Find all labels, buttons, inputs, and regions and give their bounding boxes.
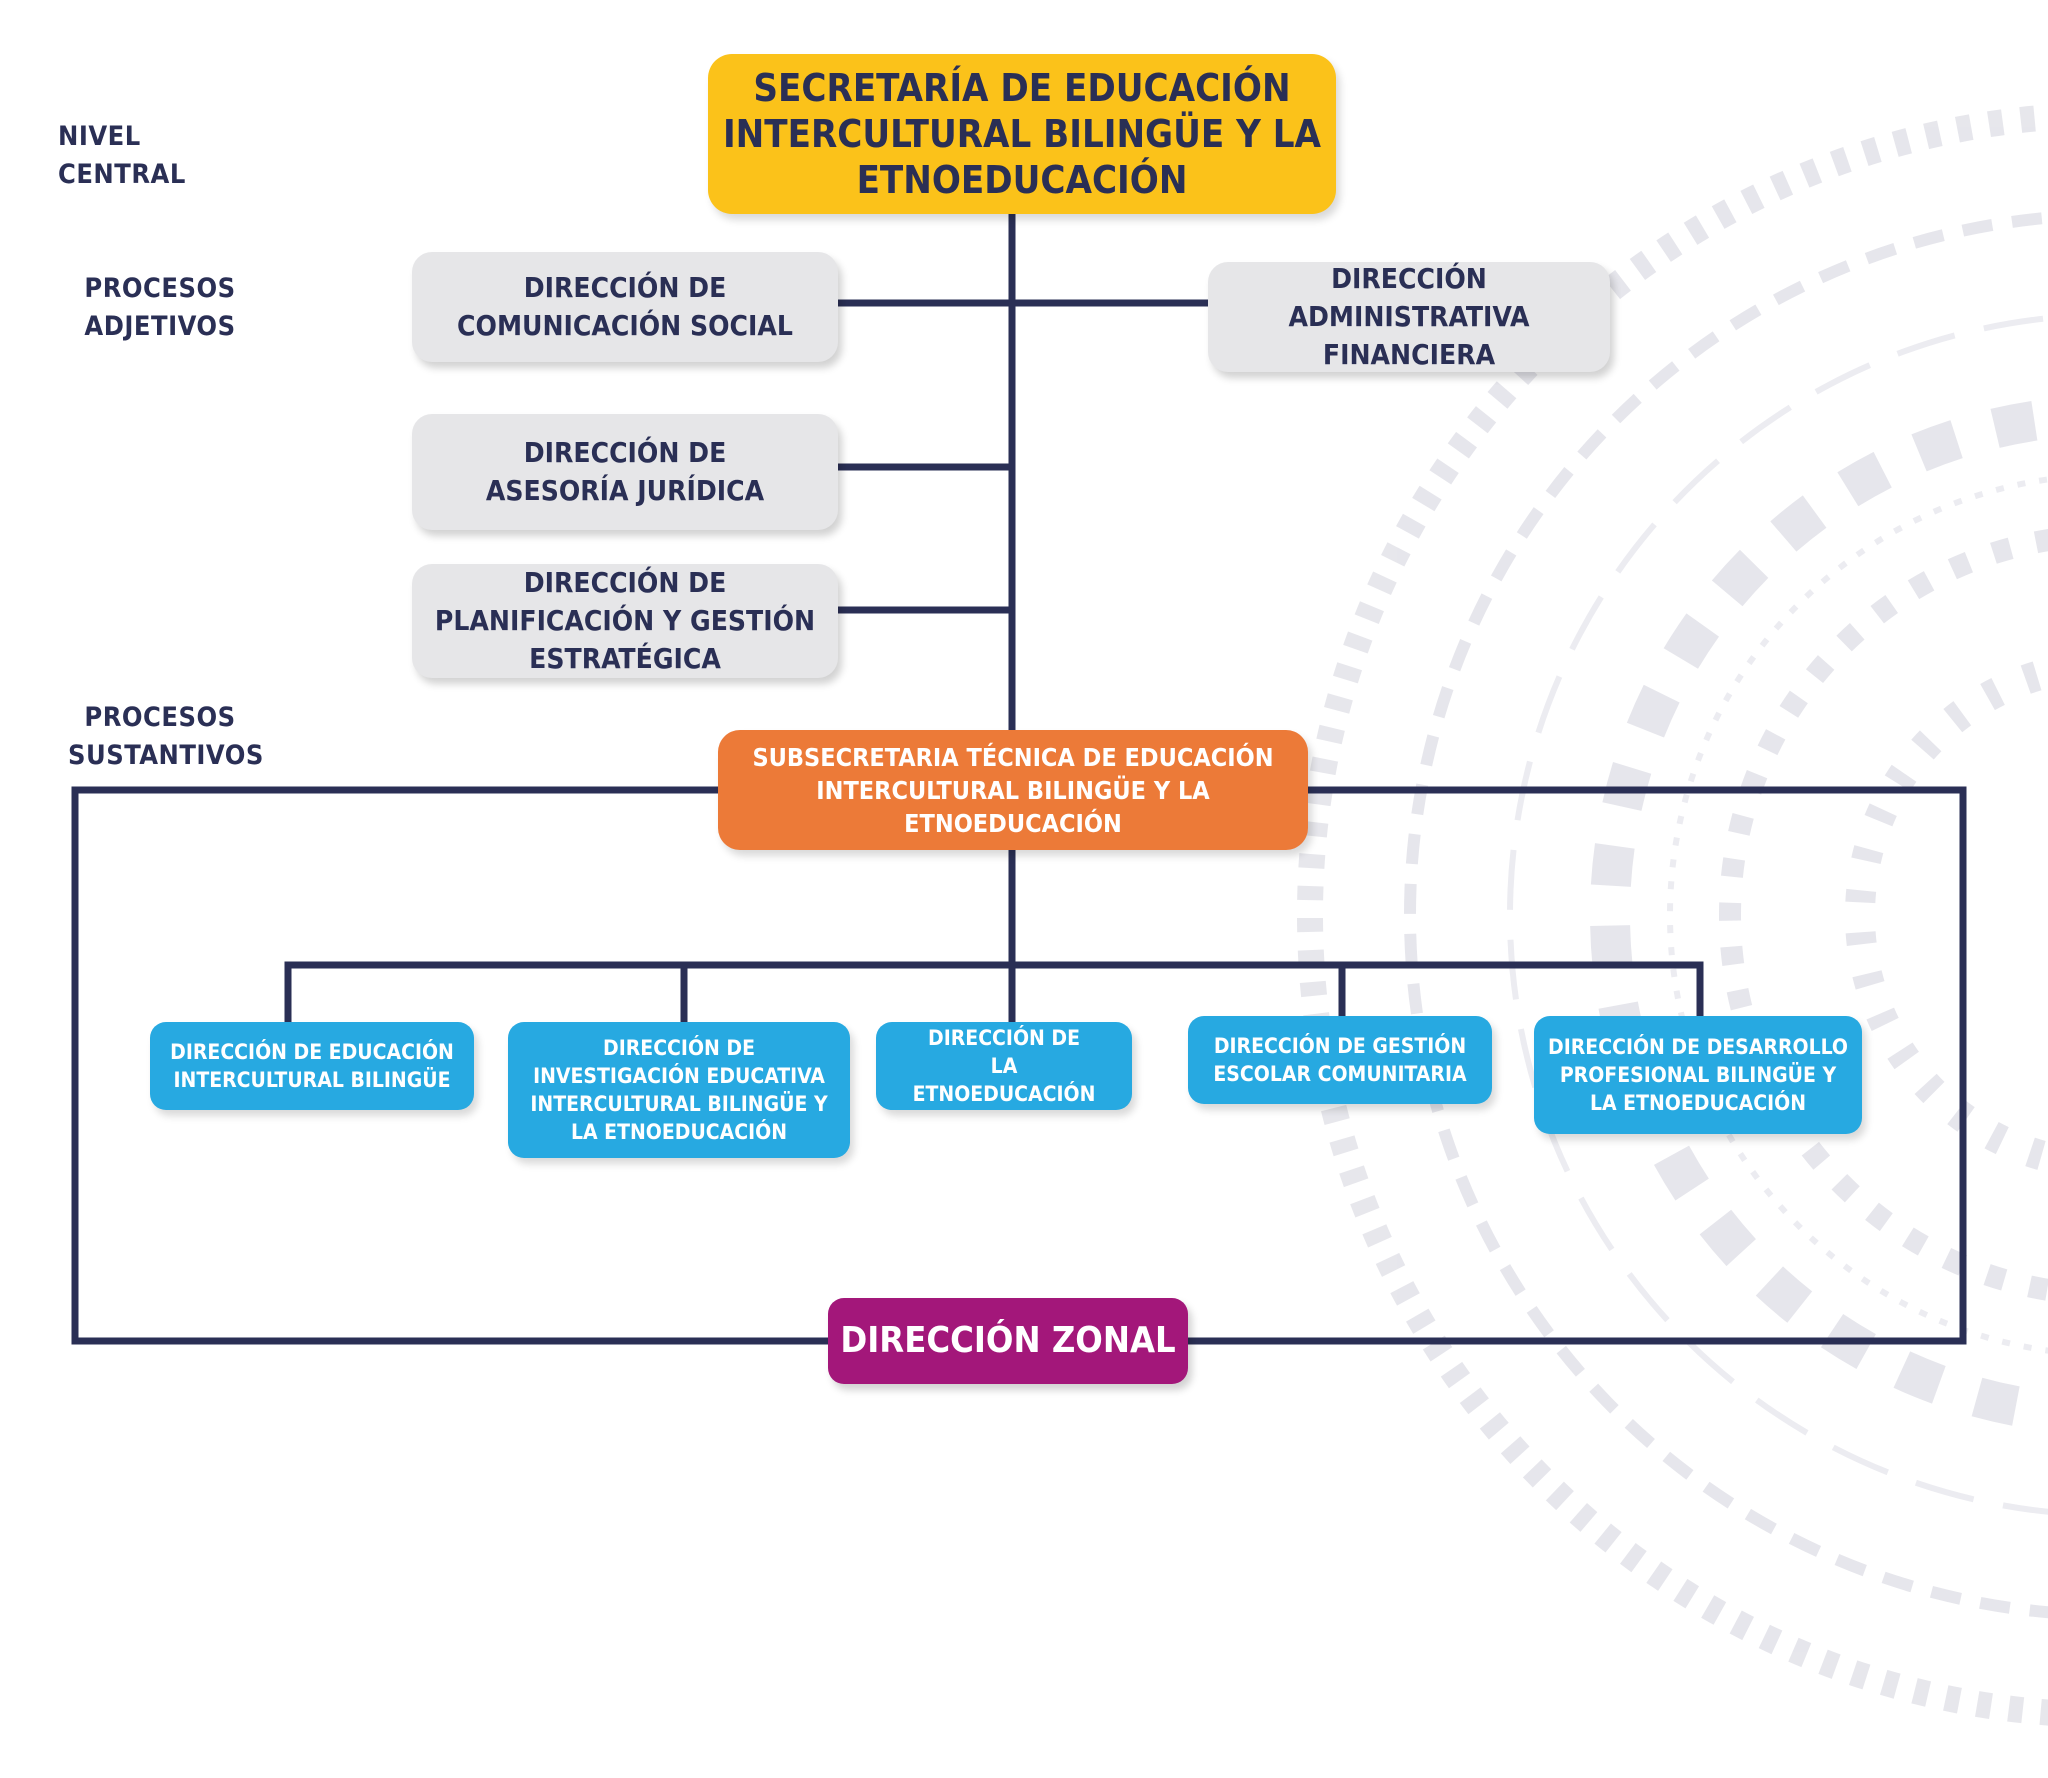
node-planificacion-label: DIRECCIÓN DE PLANIFICACIÓN Y GESTIÓN EST…: [434, 566, 816, 675]
node-desarrollo-label: DIRECCIÓN DE DESARROLLO PROFESIONAL BILI…: [1548, 1035, 1848, 1115]
node-secretaria-label: SECRETARÍA DE EDUCACIÓN INTERCULTURAL BI…: [722, 66, 1322, 202]
level-label-sustantivos: PROCESOS SUSTANTIVOS: [68, 702, 264, 771]
node-investigacion-label: DIRECCIÓN DE INVESTIGACIÓN EDUCATIVA INT…: [530, 1036, 828, 1144]
level-label-central: NIVEL CENTRAL: [58, 121, 186, 190]
node-investigacion: DIRECCIÓN DE INVESTIGACIÓN EDUCATIVA INT…: [508, 1022, 850, 1158]
node-asesoria: DIRECCIÓN DE ASESORÍA JURÍDICA: [412, 414, 838, 530]
connector-zonal-loop: [71, 786, 832, 1345]
node-zonal-label: DIRECCIÓN ZONAL: [840, 1320, 1176, 1361]
node-eib: DIRECCIÓN DE EDUCACIÓN INTERCULTURAL BIL…: [150, 1022, 474, 1110]
node-planificacion: DIRECCIÓN DE PLANIFICACIÓN Y GESTIÓN EST…: [412, 564, 838, 678]
node-asesoria-label: DIRECCIÓN DE ASESORÍA JURÍDICA: [485, 436, 765, 507]
node-secretaria: SECRETARÍA DE EDUCACIÓN INTERCULTURAL BI…: [708, 54, 1336, 214]
node-subsecretaria-label: SUBSECRETARIA TÉCNICA DE EDUCACIÓN INTER…: [752, 742, 1274, 838]
node-gestion-label: DIRECCIÓN DE GESTIÓN ESCOLAR COMUNITARIA: [1213, 1034, 1467, 1086]
node-administrativa: DIRECCIÓN ADMINISTRATIVA FINANCIERA: [1208, 262, 1610, 372]
node-comunicacion-label: DIRECCIÓN DE COMUNICACIÓN SOCIAL: [457, 271, 793, 342]
node-subsecretaria: SUBSECRETARIA TÉCNICA DE EDUCACIÓN INTER…: [718, 730, 1308, 850]
node-zonal: DIRECCIÓN ZONAL: [828, 1298, 1188, 1384]
node-comunicacion: DIRECCIÓN DE COMUNICACIÓN SOCIAL: [412, 252, 838, 362]
node-etnoeducacion: DIRECCIÓN DE LA ETNOEDUCACIÓN: [876, 1022, 1132, 1110]
node-etnoeducacion-label: DIRECCIÓN DE LA ETNOEDUCACIÓN: [912, 1026, 1096, 1106]
node-eib-label: DIRECCIÓN DE EDUCACIÓN INTERCULTURAL BIL…: [170, 1040, 454, 1092]
node-desarrollo: DIRECCIÓN DE DESARROLLO PROFESIONAL BILI…: [1534, 1016, 1862, 1134]
node-gestion: DIRECCIÓN DE GESTIÓN ESCOLAR COMUNITARIA: [1188, 1016, 1492, 1104]
node-administrativa-label: DIRECCIÓN ADMINISTRATIVA FINANCIERA: [1288, 262, 1530, 371]
connector-zonal-loop-right: [1184, 786, 1967, 1345]
level-label-adjetivos: PROCESOS ADJETIVOS: [84, 273, 236, 342]
